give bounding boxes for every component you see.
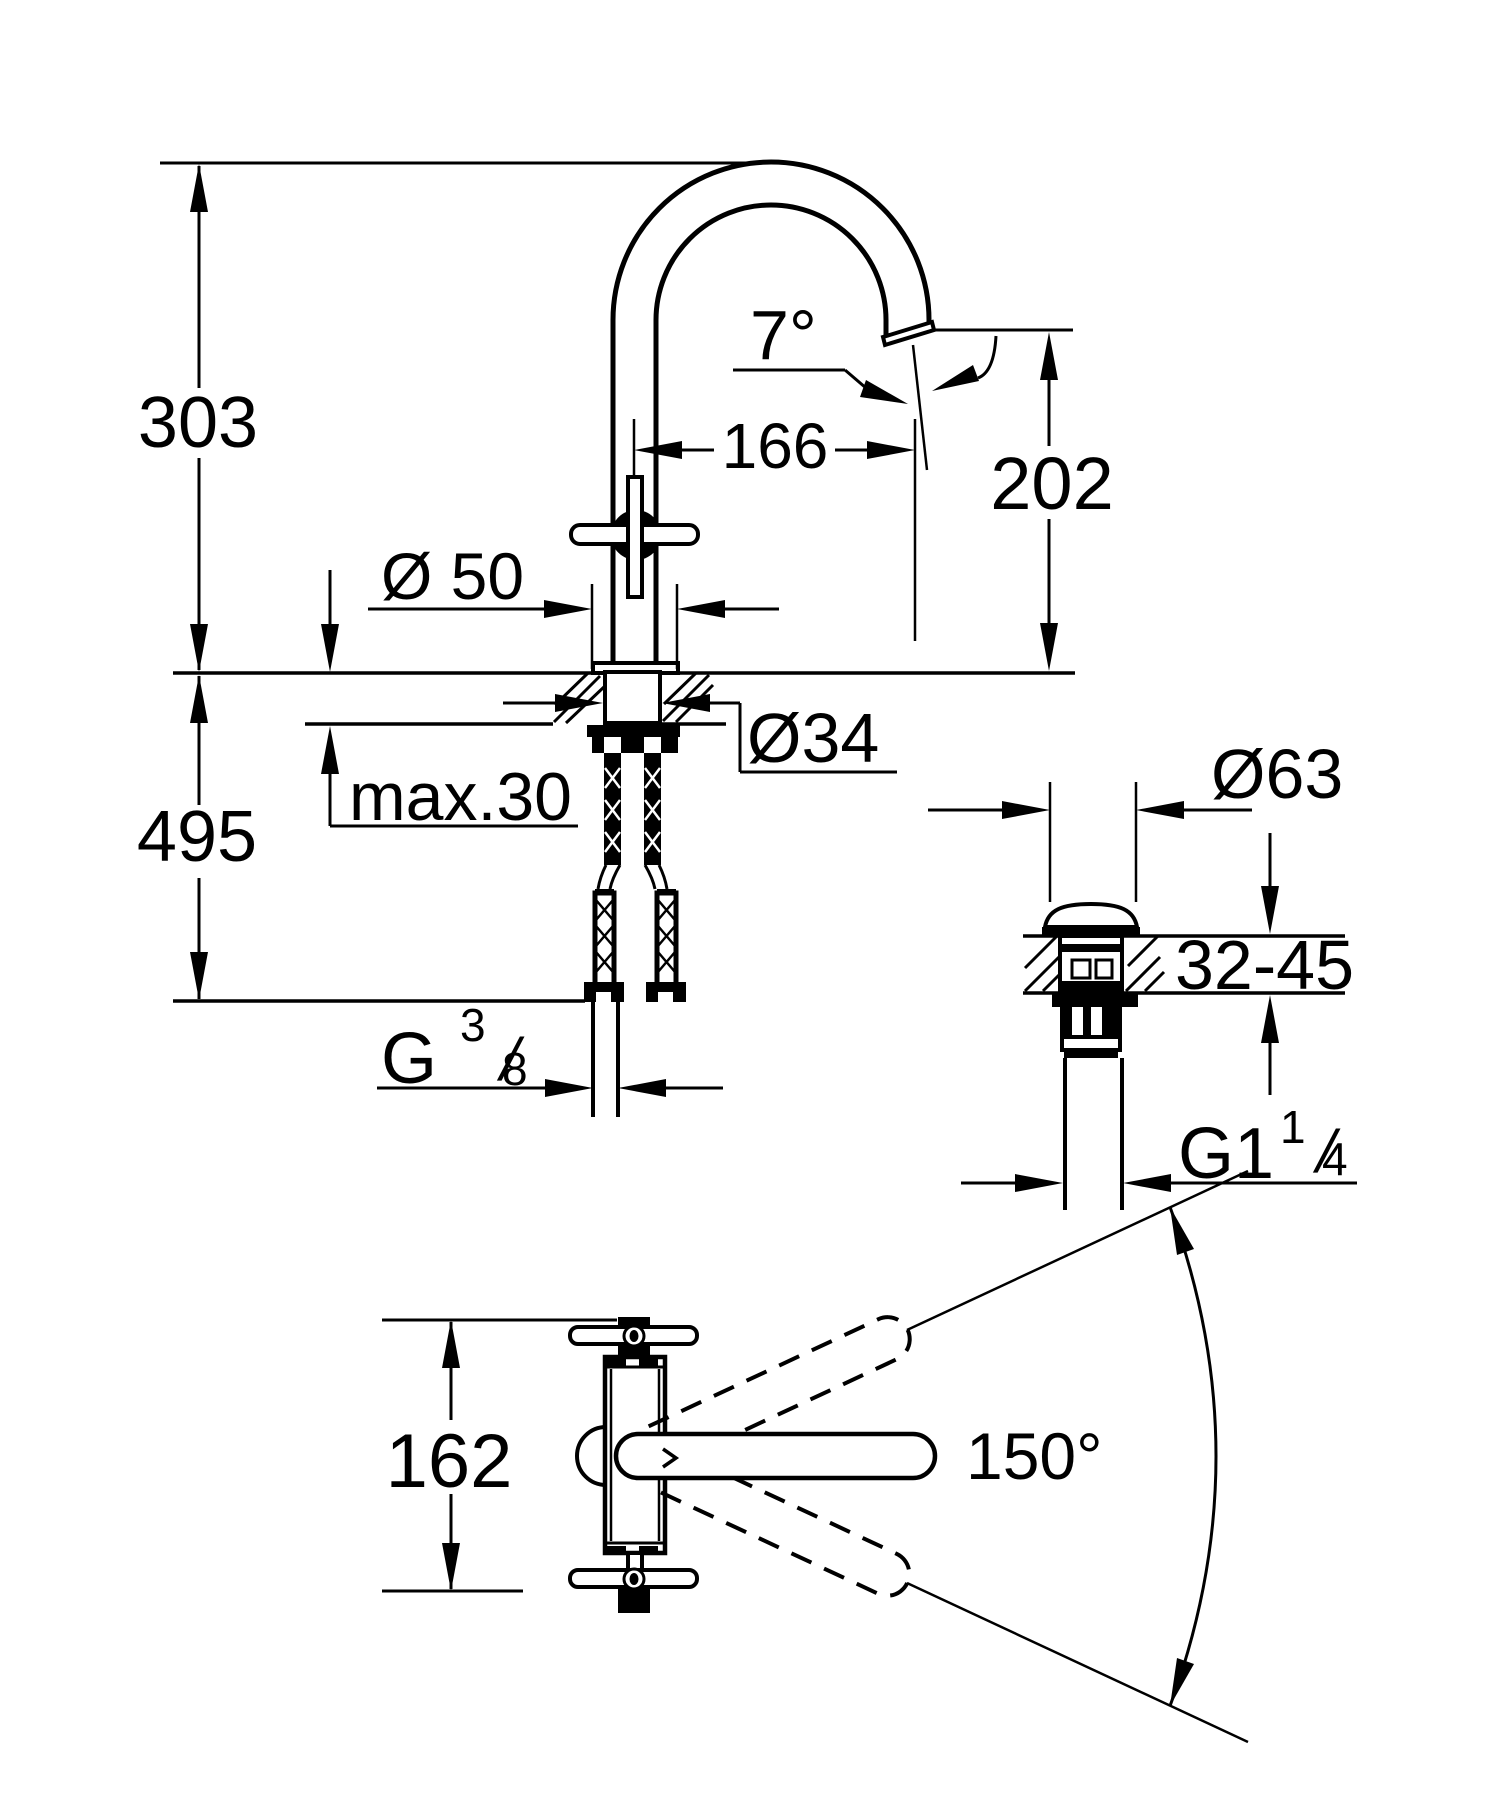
outlet-7deg-line bbox=[911, 344, 929, 471]
dimension-d34 bbox=[503, 694, 897, 774]
dimension-g114 bbox=[961, 1174, 1357, 1192]
waste-cap-rim bbox=[1042, 927, 1140, 936]
dimension-495 bbox=[190, 675, 208, 1000]
svg-text:G: G bbox=[381, 1019, 437, 1099]
waste-cap-dome bbox=[1042, 901, 1140, 929]
mounting-washer bbox=[587, 725, 680, 737]
supply-tube bbox=[591, 1002, 620, 1117]
label-150deg: 150° bbox=[966, 1419, 1103, 1493]
threaded-studs bbox=[604, 753, 661, 865]
svg-text:8: 8 bbox=[502, 1043, 528, 1095]
spout-outlet-cap bbox=[880, 319, 937, 348]
shank bbox=[603, 670, 662, 725]
waste-locknut bbox=[1052, 993, 1138, 1007]
spout-top-view bbox=[613, 1431, 938, 1481]
svg-text:1: 1 bbox=[1280, 1101, 1306, 1153]
label-303: 303 bbox=[138, 383, 258, 463]
top-view-swivel: 162 150° bbox=[382, 1169, 1249, 1744]
front-view-basin-mixer: 303 495 Ø 50 max.30 Ø34 166 7° 202 G 3 /… bbox=[137, 159, 1114, 1117]
cross-handle-top bbox=[568, 1317, 699, 1357]
dimension-303 bbox=[190, 164, 208, 672]
spout-position-upper-dashed bbox=[647, 1315, 912, 1469]
dimension-max30 bbox=[321, 570, 578, 828]
cross-handle-bottom bbox=[568, 1551, 699, 1613]
waste-deck-hatching bbox=[1023, 934, 1166, 993]
label-g114: G1 1 / 4 bbox=[1178, 1101, 1348, 1194]
label-166: 166 bbox=[722, 410, 829, 482]
flow-chevron bbox=[662, 1447, 680, 1469]
dimension-d63 bbox=[928, 801, 1252, 819]
dimension-32-45 bbox=[1261, 833, 1279, 1095]
body-end-bands bbox=[605, 1359, 665, 1553]
label-d50: Ø 50 bbox=[381, 539, 524, 613]
dimension-g38 bbox=[377, 1079, 723, 1097]
label-495: 495 bbox=[137, 797, 257, 877]
waste-tailpipe bbox=[1063, 1058, 1124, 1210]
dimension-d50 bbox=[368, 584, 779, 669]
hose-end-nuts bbox=[584, 982, 686, 1002]
spout-collar-bulge bbox=[575, 1425, 607, 1487]
label-32-45: 32-45 bbox=[1175, 926, 1354, 1004]
waste-ext-lines bbox=[1048, 782, 1138, 902]
label-g38: G 3 / 8 bbox=[381, 999, 528, 1099]
base-and-mounting bbox=[584, 661, 686, 1117]
handle-stem bbox=[626, 475, 644, 599]
label-d63: Ø63 bbox=[1211, 735, 1343, 813]
label-max30: max.30 bbox=[349, 759, 572, 835]
label-d34: Ø34 bbox=[747, 699, 879, 777]
supply-hose-curves bbox=[596, 864, 669, 890]
label-162: 162 bbox=[386, 1419, 513, 1504]
label-7deg: 7° bbox=[750, 296, 817, 374]
label-202: 202 bbox=[990, 442, 1113, 525]
braided-hoses bbox=[592, 889, 679, 988]
reference-lines bbox=[160, 161, 1075, 1003]
spout-arch bbox=[610, 159, 937, 666]
dimension-162 bbox=[382, 1318, 617, 1593]
dimension-166 bbox=[634, 441, 915, 459]
spout-position-lower-dashed bbox=[647, 1444, 912, 1598]
annotation-7deg bbox=[733, 335, 998, 404]
cross-handle-front bbox=[569, 475, 700, 599]
svg-text:3: 3 bbox=[460, 999, 486, 1051]
waste-body bbox=[1042, 901, 1140, 1210]
svg-text:4: 4 bbox=[1322, 1133, 1348, 1185]
dimension-202 bbox=[1040, 332, 1058, 671]
swivel-range bbox=[906, 1169, 1249, 1744]
popup-waste-view: Ø63 32-45 G1 1 / 4 bbox=[928, 735, 1357, 1210]
